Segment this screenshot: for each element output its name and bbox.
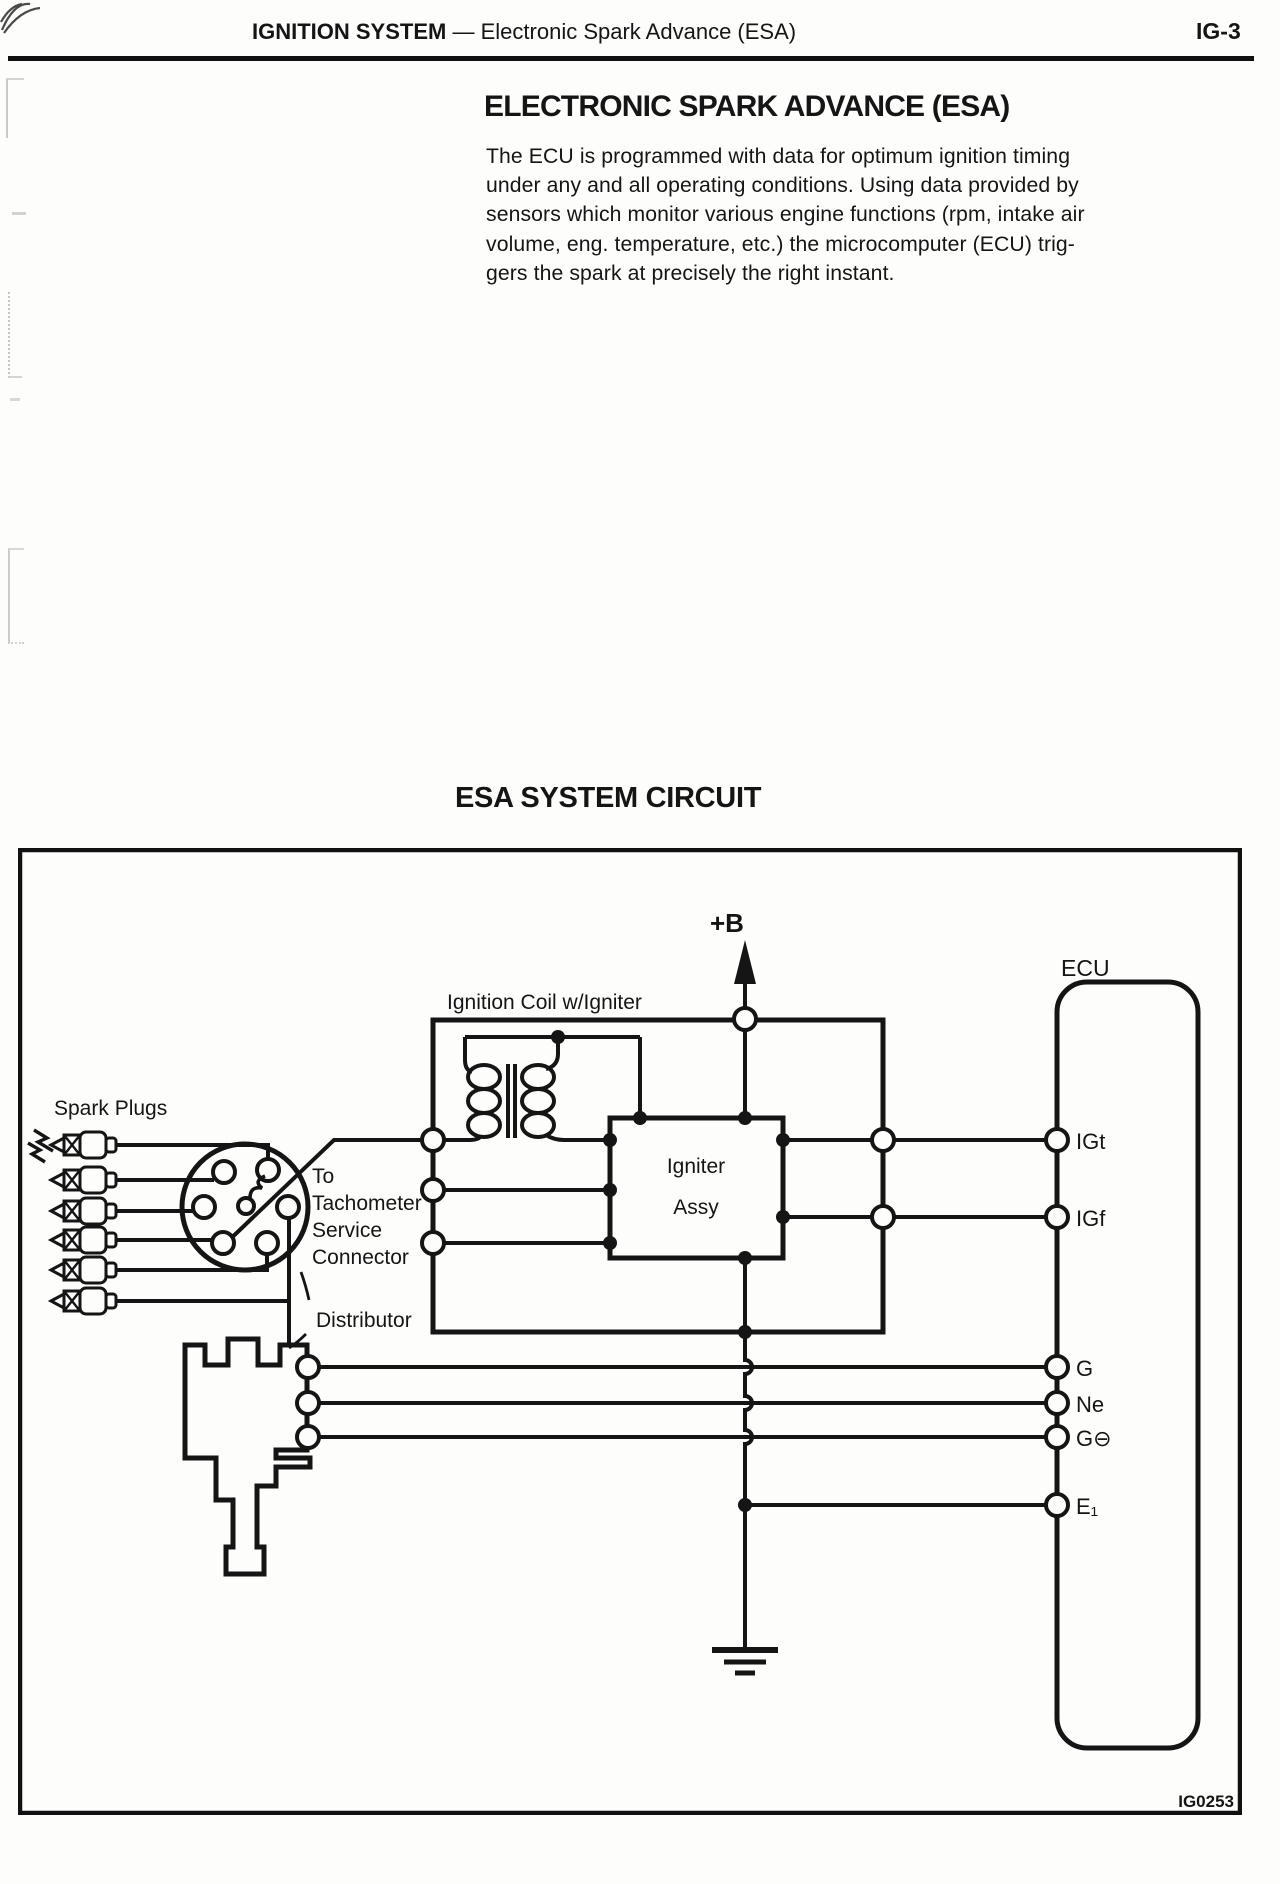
distributor-body (182, 1336, 313, 1577)
distributor-cap (179, 1141, 311, 1273)
header-separator: — (452, 19, 475, 44)
spark-flash-icon (27, 1128, 54, 1164)
plus-b-arrow-icon (732, 940, 758, 1032)
distributor-terminal-ne (295, 1390, 321, 1416)
diagram-border (18, 848, 1242, 1815)
coil-to-distributor-wire (221, 1138, 422, 1248)
spark-plug (49, 1225, 118, 1255)
spark-plug (49, 1196, 118, 1226)
scan-artifact (0, 2, 41, 34)
ecu-terminal-e1 (1044, 1492, 1070, 1518)
distributor-terminal-gminus (295, 1424, 321, 1450)
distributor-leader (288, 1271, 311, 1350)
terminal-label-g: G (1076, 1356, 1093, 1381)
rotor-mark (248, 1174, 266, 1199)
ecu-label: ECU (1061, 955, 1110, 981)
terminal-label-igf: IGf (1076, 1206, 1106, 1231)
ground-icon (712, 1647, 778, 1676)
figure-id: IG0253 (1178, 1792, 1234, 1811)
spark-plugs-label: Spark Plugs (54, 1097, 167, 1120)
coil-terminal (420, 1177, 446, 1203)
ecu-terminal-ne (1044, 1390, 1070, 1416)
esa-circuit-diagram: +B ECU Ignition Coil w/Igniter Igniter A… (18, 848, 1242, 1815)
tach-label-line: Connector (312, 1246, 409, 1269)
scan-artifact (10, 398, 20, 401)
igniter-assy-label: Assy (673, 1196, 719, 1219)
header-subsection: Electronic Spark Advance (ESA) (480, 19, 797, 44)
spark-plug (49, 1165, 118, 1195)
terminal-label-ne: Ne (1076, 1392, 1104, 1417)
intro-line: volume, eng. temperature, etc.) the micr… (486, 232, 1075, 256)
coil-terminal (870, 1204, 896, 1230)
terminal-label-igt: IGt (1076, 1129, 1105, 1154)
igniter-label: Igniter (667, 1155, 725, 1178)
tach-label-line: Tachometer (312, 1192, 422, 1215)
intro-line: sensors which monitor various engine fun… (486, 203, 1085, 227)
header-section: IGNITION SYSTEM (252, 19, 447, 44)
intro-line: under any and all operating conditions. … (486, 174, 1079, 198)
scan-artifact (6, 78, 24, 138)
ignition-coil-symbol (466, 1063, 556, 1139)
ecu-terminal-g (1044, 1354, 1070, 1380)
coil-terminal (870, 1127, 896, 1153)
intro-paragraph: The ECU is programmed with data for opti… (486, 142, 1085, 288)
scan-artifact (8, 548, 24, 644)
header-rule (8, 56, 1254, 61)
distributor-label: Distributor (316, 1309, 412, 1332)
scan-artifact (12, 212, 26, 215)
page-title: ELECTRONIC SPARK ADVANCE (ESA) (484, 90, 1010, 123)
page-number: IG-3 (1196, 18, 1241, 44)
spark-plug (49, 1286, 118, 1316)
ecu-terminal-gminus (1044, 1424, 1070, 1450)
coil-terminal (420, 1230, 446, 1256)
ignition-coil-box (430, 1017, 886, 1335)
page-header: IGNITION SYSTEM — Electronic Spark Advan… (252, 19, 796, 45)
tach-label-line: Service (312, 1219, 382, 1242)
plus-b-label: +B (710, 908, 744, 938)
terminal-label-e1: E₁ (1076, 1494, 1098, 1519)
junction-dots (551, 1030, 790, 1512)
plus-b-tap (732, 1006, 758, 1032)
intro-line: gers the spark at precisely the right in… (486, 261, 895, 285)
ignition-coil-label: Ignition Coil w/Igniter (447, 991, 642, 1014)
ecu-terminal-igt (1044, 1127, 1070, 1153)
spark-plugs-group (49, 1130, 118, 1316)
igniter-assy-box (607, 1115, 786, 1261)
coil-terminal (420, 1127, 446, 1153)
intro-line: The ECU is programmed with data for opti… (486, 145, 1071, 168)
distributor-terminal-g (295, 1354, 321, 1380)
tach-label-line: To (312, 1165, 334, 1188)
ecu-terminal-igf (1044, 1204, 1070, 1230)
circuit-heading: ESA SYSTEM CIRCUIT (455, 782, 762, 814)
spark-plug (49, 1255, 118, 1285)
spark-plug (49, 1130, 118, 1160)
terminal-label-gminus: G⊖ (1076, 1426, 1112, 1451)
scan-artifact (8, 292, 22, 378)
